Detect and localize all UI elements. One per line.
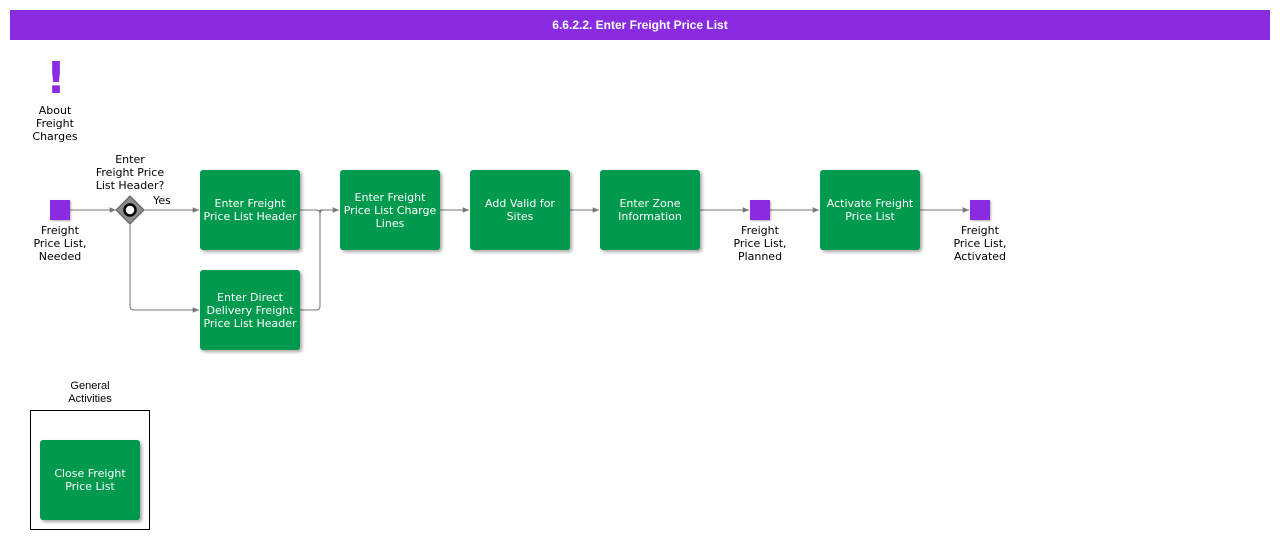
state-activated-node[interactable] — [970, 200, 990, 220]
task-enter-freight-price-list-header[interactable]: Enter Freight Price List Header — [200, 170, 300, 250]
gateway-question-label: Enter Freight Price List Header? — [95, 153, 165, 192]
state-activated-label: Freight Price List, Activated — [953, 224, 1007, 263]
exclamation-icon[interactable]: ! — [46, 53, 67, 104]
state-planned-label: Freight Price List, Planned — [733, 224, 787, 263]
about-freight-charges-label: About Freight Charges — [32, 104, 78, 143]
task-enter-charge-lines[interactable]: Enter Freight Price List Charge Lines — [340, 170, 440, 250]
task-close-freight-price-list[interactable]: Close Freight Price List — [40, 440, 140, 520]
general-activities-box — [30, 410, 150, 530]
state-needed-node[interactable] — [50, 200, 70, 220]
connector-direct-header-to-charge-lines — [300, 209, 325, 311]
connector-gateway-to-direct-header — [129, 224, 199, 313]
connector-header-to-charge-lines — [300, 207, 339, 215]
task-enter-direct-delivery-header[interactable]: Enter Direct Delivery Freight Price List… — [200, 270, 300, 350]
task-activate-freight-price-list[interactable]: Activate Freight Price List — [820, 170, 920, 250]
task-add-valid-for-sites[interactable]: Add Valid for Sites — [470, 170, 570, 250]
task-enter-zone-information[interactable]: Enter Zone Information — [600, 170, 700, 250]
state-needed-label: Freight Price List, Needed — [33, 224, 87, 263]
gateway-diamond — [115, 195, 145, 225]
diagram-title: 6.6.2.2. Enter Freight Price List — [10, 10, 1270, 40]
general-activities-label: General Activities — [68, 380, 112, 405]
gateway-yes-label: Yes — [153, 194, 171, 207]
state-planned-node[interactable] — [750, 200, 770, 220]
